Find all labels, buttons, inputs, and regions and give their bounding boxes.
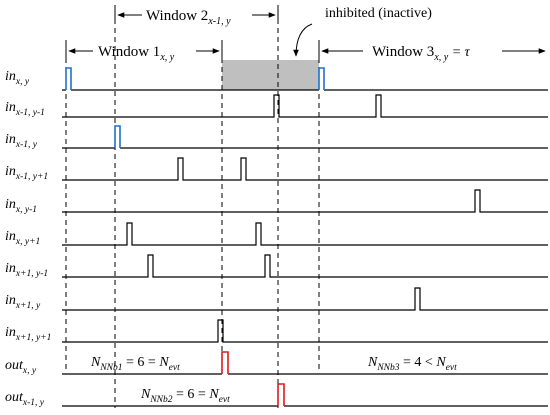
waveform-in-x-1-y+1 <box>62 157 548 181</box>
equation-nnb1: NNNb1 = 6 = Nevt <box>90 355 180 373</box>
signal-label-in-x+1-y: inx+1, y <box>5 293 41 311</box>
waveform-in-x+1-y <box>62 287 548 311</box>
signal-label-in-x+1-y+1: inx+1, y+1 <box>5 325 51 343</box>
inhibited-arrow <box>293 23 313 57</box>
inhibited-annotation: inhibited (inactive) <box>325 6 432 21</box>
equation-nnb2: NNNb2 = 6 = Nevt <box>140 387 230 405</box>
equation-nnb3: NNNb3 = 4 < Nevt <box>367 355 457 373</box>
signal-label-in-x-y-1: inx, y-1 <box>5 197 37 215</box>
pulse-in-x-y-2 <box>318 67 325 90</box>
signal-label-in-x-y: inx, y <box>5 69 30 87</box>
waveform-in-x+1-y+1 <box>62 319 548 343</box>
window1-label: Window 1x, y <box>98 44 175 63</box>
window3-label: Window 3x, y = τ <box>372 44 471 63</box>
waveform-in-x-y-1 <box>62 189 548 213</box>
signal-label-in-x-1-y-1: inx-1, y-1 <box>5 100 45 118</box>
pulse-in-x-1-y <box>114 125 121 148</box>
window2-span: Window 2x-1, y <box>114 5 279 27</box>
signal-label-out-x-1-y: outx-1, y <box>5 390 45 408</box>
signal-label-in-x-1-y+1: inx-1, y+1 <box>5 164 48 182</box>
signal-label-in-x+1-y-1: inx+1, y-1 <box>5 261 48 279</box>
window1-span: Window 1x, y <box>65 40 223 63</box>
window-boundaries <box>65 10 320 408</box>
waveform-in-x-1-y-1 <box>62 94 548 118</box>
pulse-in-x-y-1 <box>65 67 72 90</box>
pulse-out-x-1-y <box>277 383 285 406</box>
inhibited-region <box>222 60 319 90</box>
signal-label-out-x-y: outx, y <box>5 358 37 376</box>
window2-label: Window 2x-1, y <box>146 8 231 27</box>
waveform-in-x-y+1 <box>62 222 548 246</box>
waveform-in-x+1-y-1 <box>62 254 548 278</box>
signal-label-in-x-y+1: inx, y+1 <box>5 229 40 247</box>
signal-label-in-x-1-y: inx-1, y <box>5 132 38 150</box>
window3-span: Window 3x, y = τ <box>318 40 546 63</box>
pulse-out-x-y <box>221 351 229 374</box>
signal-waveforms <box>62 67 548 407</box>
signal-labels: inx, y inx-1, y-1 inx-1, y inx-1, y+1 in… <box>5 69 51 408</box>
